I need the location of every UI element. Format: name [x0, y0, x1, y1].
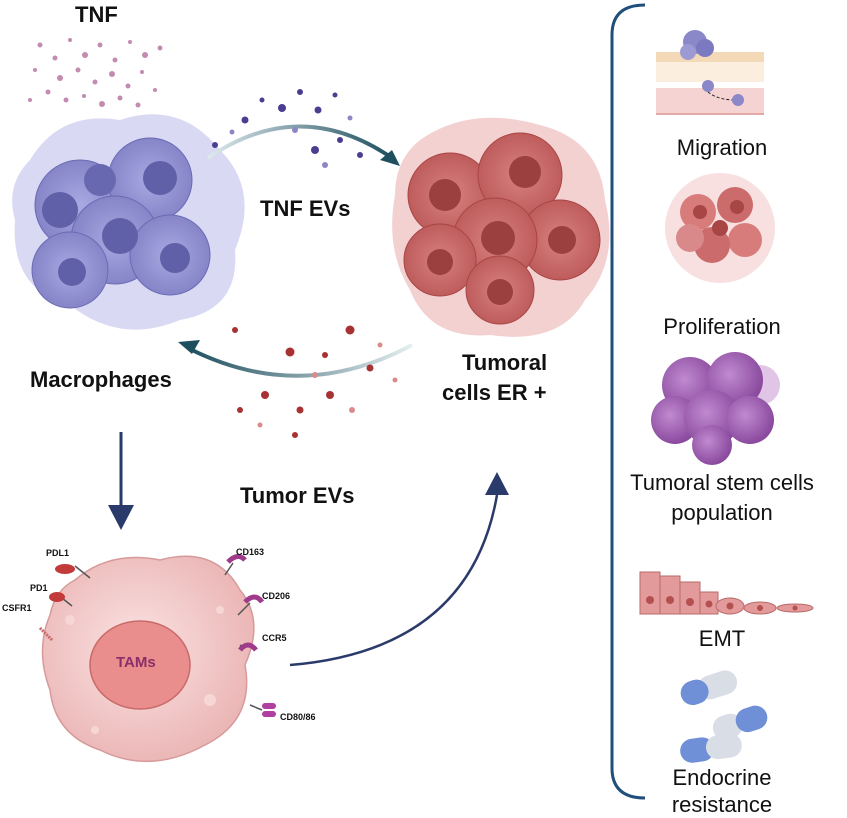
tumor-evs-arrow — [187, 343, 413, 378]
pdl1-label: PDL1 — [46, 548, 70, 558]
emt-label: EMT — [698, 626, 746, 651]
cd206-label: CD206 — [262, 591, 291, 601]
endocrine-label-line1: Endocrine — [672, 765, 772, 790]
tnf-evs-arrow — [206, 124, 394, 160]
emt-icon — [639, 571, 814, 615]
effects-bracket — [610, 3, 646, 800]
stem-cells-label-line2: population — [671, 500, 773, 525]
tumor-ev-particles — [232, 325, 398, 438]
tnf-evs-arrowhead — [380, 150, 400, 166]
csfr1-label: CSFR1 — [2, 603, 32, 613]
ccr5-label: CCR5 — [262, 633, 287, 643]
tumor-evs-label: Tumor EVs — [240, 483, 355, 508]
tam-to-tumor-arrow — [289, 494, 499, 667]
macrophage-cluster — [12, 114, 245, 330]
migration-icon — [656, 30, 764, 115]
tam-to-tumor-arrowhead — [485, 472, 509, 495]
tnf-ev-particles — [212, 89, 363, 168]
tam-cell — [41, 555, 255, 763]
tumoral-label-line1: Tumoral — [462, 350, 548, 375]
stem-cells-icon — [651, 352, 780, 465]
proliferation-label: Proliferation — [663, 314, 781, 339]
tnf-particles — [28, 38, 163, 108]
cd163-label: CD163 — [236, 547, 265, 557]
stem-cells-label-line1: Tumoral stem cells — [630, 470, 814, 495]
tam-receptors — [38, 554, 276, 717]
proliferation-icon — [665, 173, 775, 283]
endocrine-label-line2: resistance — [671, 792, 773, 817]
tumor-cluster — [392, 117, 610, 337]
tumoral-label-line2: cells ER + — [442, 380, 547, 405]
pd1-label: PD1 — [30, 583, 48, 593]
migration-label: Migration — [676, 135, 768, 160]
cd8086-label: CD80/86 — [280, 712, 316, 722]
tumor-evs-arrowhead — [178, 340, 200, 354]
macrophages-label: Macrophages — [30, 367, 172, 392]
capsules-icon — [680, 670, 768, 763]
tams-label: TAMs — [116, 654, 156, 671]
tnf-label: TNF — [75, 2, 118, 27]
tnf-evs-label: TNF EVs — [260, 196, 351, 221]
macrophage-to-tam-arrowhead — [108, 505, 134, 530]
